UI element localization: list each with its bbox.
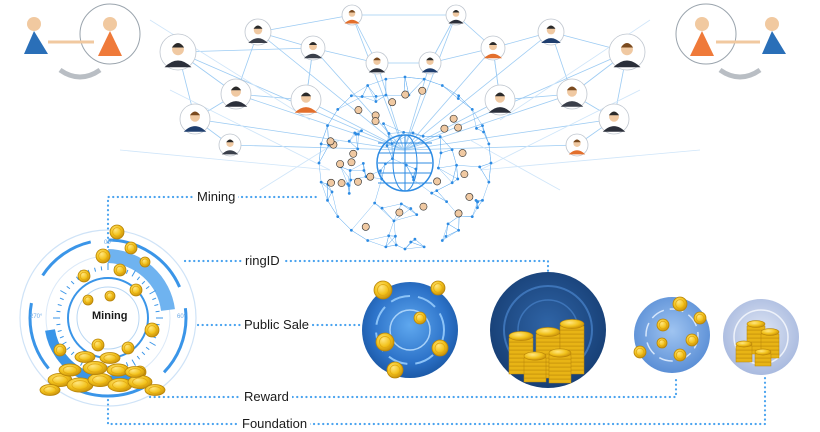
person-avatar-icon bbox=[599, 104, 629, 134]
gold-coin-icon bbox=[140, 257, 150, 267]
person-avatar-icon bbox=[419, 52, 441, 74]
gold-coin-icon bbox=[78, 270, 90, 282]
gold-coin-icon bbox=[110, 225, 124, 239]
gold-coin-icon bbox=[75, 352, 95, 363]
person-avatar-icon bbox=[301, 36, 325, 60]
person-avatar-icon bbox=[566, 134, 588, 156]
gold-coin-icon bbox=[634, 346, 646, 358]
ringid-label: ringID bbox=[242, 253, 283, 269]
person-avatar-icon bbox=[291, 85, 321, 115]
gold-coin-icon bbox=[432, 340, 448, 356]
gold-coin-icon bbox=[387, 362, 403, 378]
gold-coin-icon bbox=[54, 344, 66, 356]
reward-label: Reward bbox=[241, 389, 292, 405]
gold-coin-icon bbox=[657, 319, 669, 331]
gold-coin-icon bbox=[92, 339, 104, 351]
gold-coin-icon bbox=[145, 385, 165, 396]
person-avatar-icon bbox=[245, 19, 271, 45]
person-avatar-icon bbox=[485, 85, 515, 115]
gold-coin-icon bbox=[105, 291, 115, 301]
gold-coin-icon bbox=[674, 349, 686, 361]
gauge-degree-left: 270° bbox=[30, 314, 42, 320]
gauge-center-label: Mining bbox=[92, 310, 127, 322]
gold-coin-icon bbox=[40, 385, 60, 396]
person-avatar-icon bbox=[221, 79, 251, 109]
gold-coin-icon bbox=[414, 312, 426, 324]
public-sale-label: Public Sale bbox=[241, 317, 312, 333]
gold-coin-icon bbox=[125, 242, 137, 254]
person-avatar-icon bbox=[557, 79, 587, 109]
gold-coin-icon bbox=[657, 338, 667, 348]
gold-coin-icon bbox=[83, 361, 107, 374]
gold-coin-icon bbox=[59, 364, 81, 376]
gold-coin-icon bbox=[694, 312, 706, 324]
gold-coin-icon bbox=[100, 353, 120, 364]
gold-coin-icon bbox=[114, 264, 126, 276]
person-avatar-icon bbox=[609, 34, 645, 70]
person-avatar-icon bbox=[342, 5, 362, 25]
person-avatar-icon bbox=[446, 5, 466, 25]
gauge-degree-top: 00° bbox=[104, 240, 113, 246]
person-avatar-icon bbox=[366, 52, 388, 74]
gold-coin-icon bbox=[431, 281, 445, 295]
person-avatar-icon bbox=[481, 36, 505, 60]
gold-coin-icon bbox=[374, 281, 392, 299]
gold-coin-icon bbox=[96, 249, 110, 263]
person-avatar-icon bbox=[219, 134, 241, 156]
gold-coin-icon bbox=[83, 295, 93, 305]
gold-coin-icon bbox=[130, 284, 142, 296]
gauge-degree-right: 60° bbox=[177, 314, 186, 320]
gold-coin-icon bbox=[673, 297, 687, 311]
gold-coin-icon bbox=[145, 323, 159, 337]
gold-coin-icon bbox=[122, 342, 134, 354]
person-avatar-icon bbox=[538, 19, 564, 45]
person-avatar-icon bbox=[160, 34, 196, 70]
reward-coin-circle bbox=[634, 297, 710, 373]
gold-coin-icon bbox=[125, 367, 145, 378]
person-avatar-icon bbox=[180, 104, 210, 134]
gold-coin-icon bbox=[686, 334, 698, 346]
gold-coin-icon bbox=[376, 333, 394, 351]
mining-label: Mining bbox=[194, 189, 238, 205]
